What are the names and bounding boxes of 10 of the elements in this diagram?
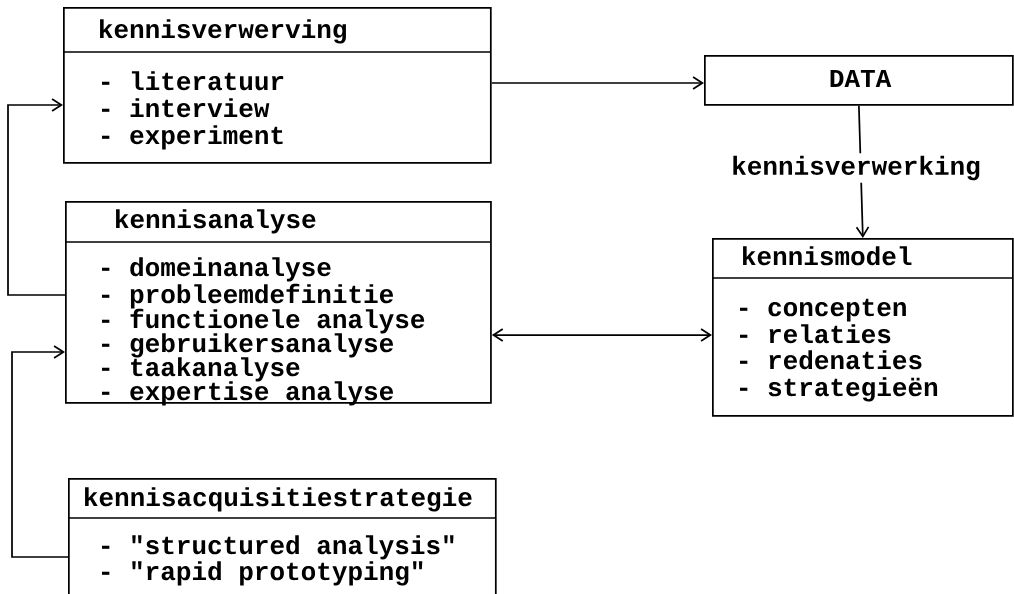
- class-box: kennisanalyse - domeinanalyse - probleemdefinitie - functionele analyse - gebruikersanalyse - taakanalyse - expertise analyse: [64, 201, 492, 406]
- arrow: [491, 328, 712, 342]
- class-box: kennismodel - concepten - relaties - redenaties - strategieën: [711, 238, 1014, 417]
- process-box: DATA: [704, 55, 1014, 106]
- arrow: [7, 98, 66, 296]
- edge-label: kennisverwerking: [728, 153, 984, 183]
- class-box: kennisacquisitiestrategie - "structured analysis" - "rapid prototyping": [67, 478, 497, 594]
- arrow: [490, 76, 704, 90]
- arrow: [11, 345, 69, 558]
- class-box: kennisverwerving - literatuur - interview - experiment: [62, 7, 492, 164]
